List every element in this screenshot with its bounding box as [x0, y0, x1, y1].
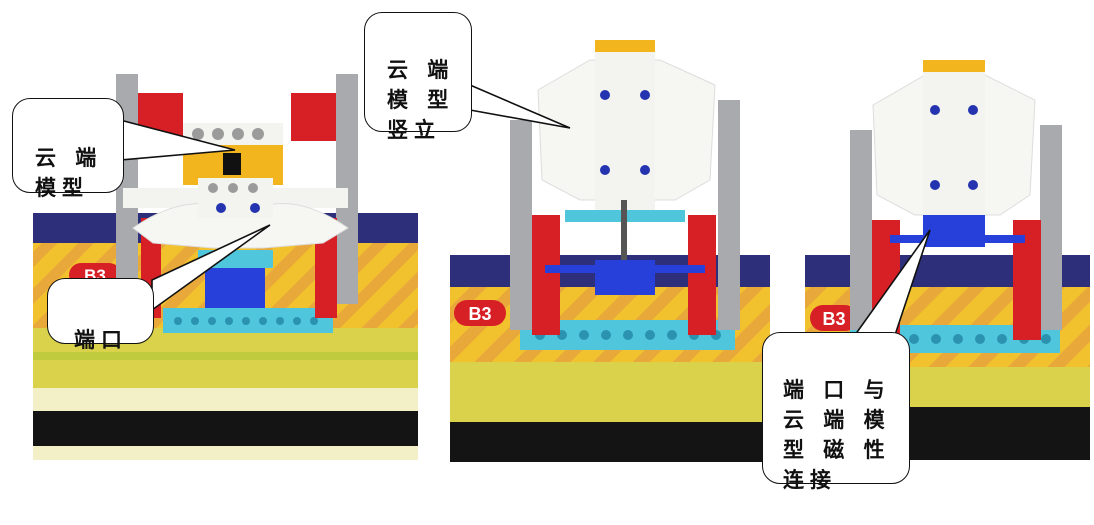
floor-label: B3	[822, 309, 845, 329]
callout-port: 端口	[47, 278, 154, 352]
floor-label: B3	[468, 304, 491, 324]
callout-cloud-model: 云 端 模型	[12, 98, 124, 200]
blue-port	[923, 215, 985, 247]
callout-upright-text: 云 端 模 型 竖立	[387, 58, 455, 142]
red-block-right	[291, 93, 336, 141]
callout-port-text: 端口	[74, 328, 128, 352]
photo-panel-middle: B3	[450, 30, 770, 462]
callout-upright: 云 端 模 型 竖立	[364, 12, 472, 142]
photo-middle-illustration: B3	[450, 30, 770, 462]
red-block-left	[138, 93, 183, 141]
blue-port	[205, 263, 265, 308]
callout-cloud-model-text: 云 端 模型	[35, 146, 103, 200]
callout-magnetic-connection-text: 端 口 与 云 端 模 型 磁 性 连接	[783, 378, 891, 492]
blue-port	[595, 260, 655, 295]
callout-magnetic-connection: 端 口 与 云 端 模 型 磁 性 连接	[762, 332, 910, 492]
